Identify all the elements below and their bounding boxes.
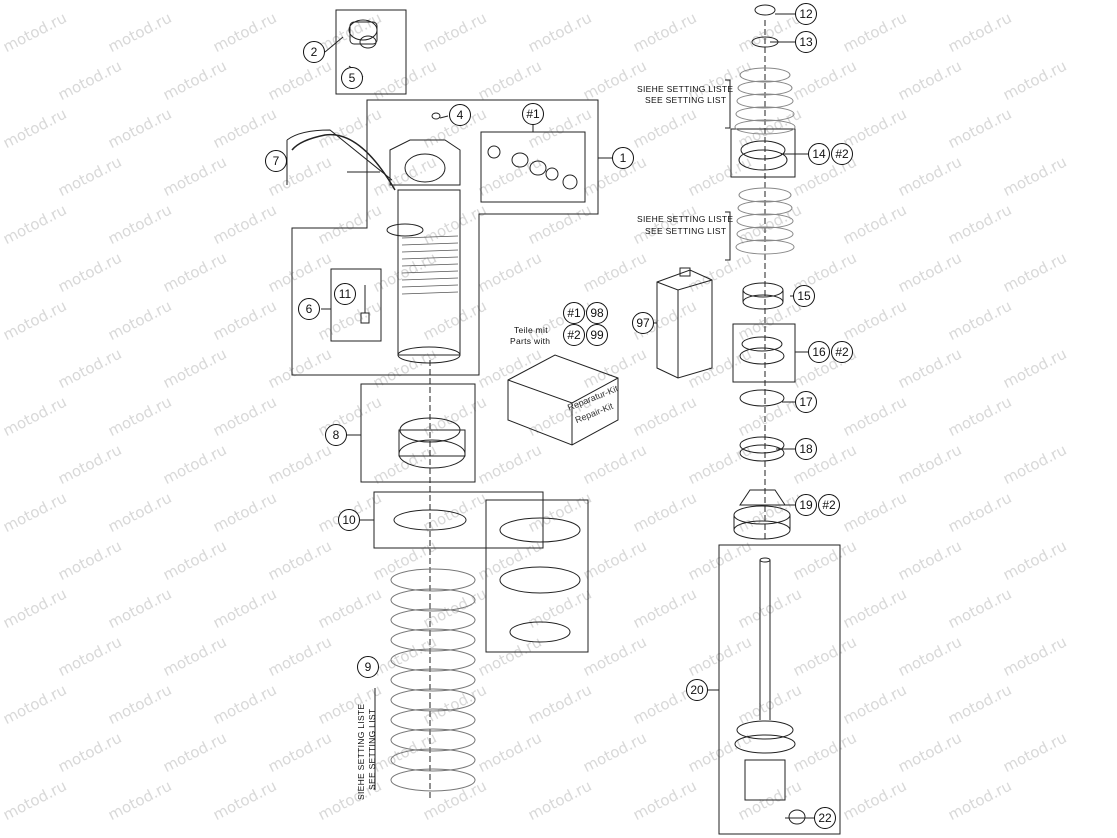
callout-16[interactable]: 16 bbox=[808, 341, 830, 363]
callout-hash-2-16[interactable]: #2 bbox=[831, 341, 853, 363]
callout-13[interactable]: 13 bbox=[795, 31, 817, 53]
callout-hash-1-kit[interactable]: #1 bbox=[563, 302, 585, 324]
callout-hash-2-kit[interactable]: #2 bbox=[563, 324, 585, 346]
parts-with-de: Teile mit bbox=[514, 325, 548, 335]
callout-4[interactable]: 4 bbox=[449, 104, 471, 126]
callout-10[interactable]: 10 bbox=[338, 509, 360, 531]
callout-9[interactable]: 9 bbox=[357, 656, 379, 678]
callout-7[interactable]: 7 bbox=[265, 150, 287, 172]
callout-8[interactable]: 8 bbox=[325, 424, 347, 446]
callout-hash-2-14[interactable]: #2 bbox=[831, 143, 853, 165]
parts-with-en: Parts with bbox=[510, 336, 551, 346]
damper-body-box bbox=[291, 99, 599, 376]
callout-2[interactable]: 2 bbox=[303, 41, 325, 63]
setting-list-en-spring: SEE SETTING LIST bbox=[367, 708, 377, 790]
setting-list-de-spring: SIEHE SETTING LISTE bbox=[356, 703, 366, 800]
callout-6[interactable]: 6 bbox=[298, 298, 320, 320]
callout-17[interactable]: 17 bbox=[795, 391, 817, 413]
callout-hash-2-19[interactable]: #2 bbox=[818, 494, 840, 516]
callout-5[interactable]: 5 bbox=[341, 67, 363, 89]
callout-98[interactable]: 98 bbox=[586, 302, 608, 324]
callout-20[interactable]: 20 bbox=[686, 679, 708, 701]
callout-18[interactable]: 18 bbox=[795, 438, 817, 460]
setting-list-en-top: SEE SETTING LIST bbox=[645, 95, 727, 105]
callout-97[interactable]: 97 bbox=[632, 312, 654, 334]
setting-list-en-mid: SEE SETTING LIST bbox=[645, 226, 727, 236]
adjuster-box bbox=[335, 9, 407, 95]
callout-1[interactable]: 1 bbox=[612, 147, 634, 169]
callout-hash-1[interactable]: #1 bbox=[522, 103, 544, 125]
callout-14[interactable]: 14 bbox=[808, 143, 830, 165]
callout-19[interactable]: 19 bbox=[795, 494, 817, 516]
setting-list-de-top: SIEHE SETTING LISTE bbox=[637, 84, 734, 94]
callout-15[interactable]: 15 bbox=[793, 285, 815, 307]
callout-99[interactable]: 99 bbox=[586, 324, 608, 346]
callout-12[interactable]: 12 bbox=[795, 3, 817, 25]
callout-11[interactable]: 11 bbox=[334, 283, 356, 305]
setting-list-de-mid: SIEHE SETTING LISTE bbox=[637, 214, 734, 224]
seal-kit-box bbox=[480, 131, 586, 203]
callout-22[interactable]: 22 bbox=[814, 807, 836, 829]
